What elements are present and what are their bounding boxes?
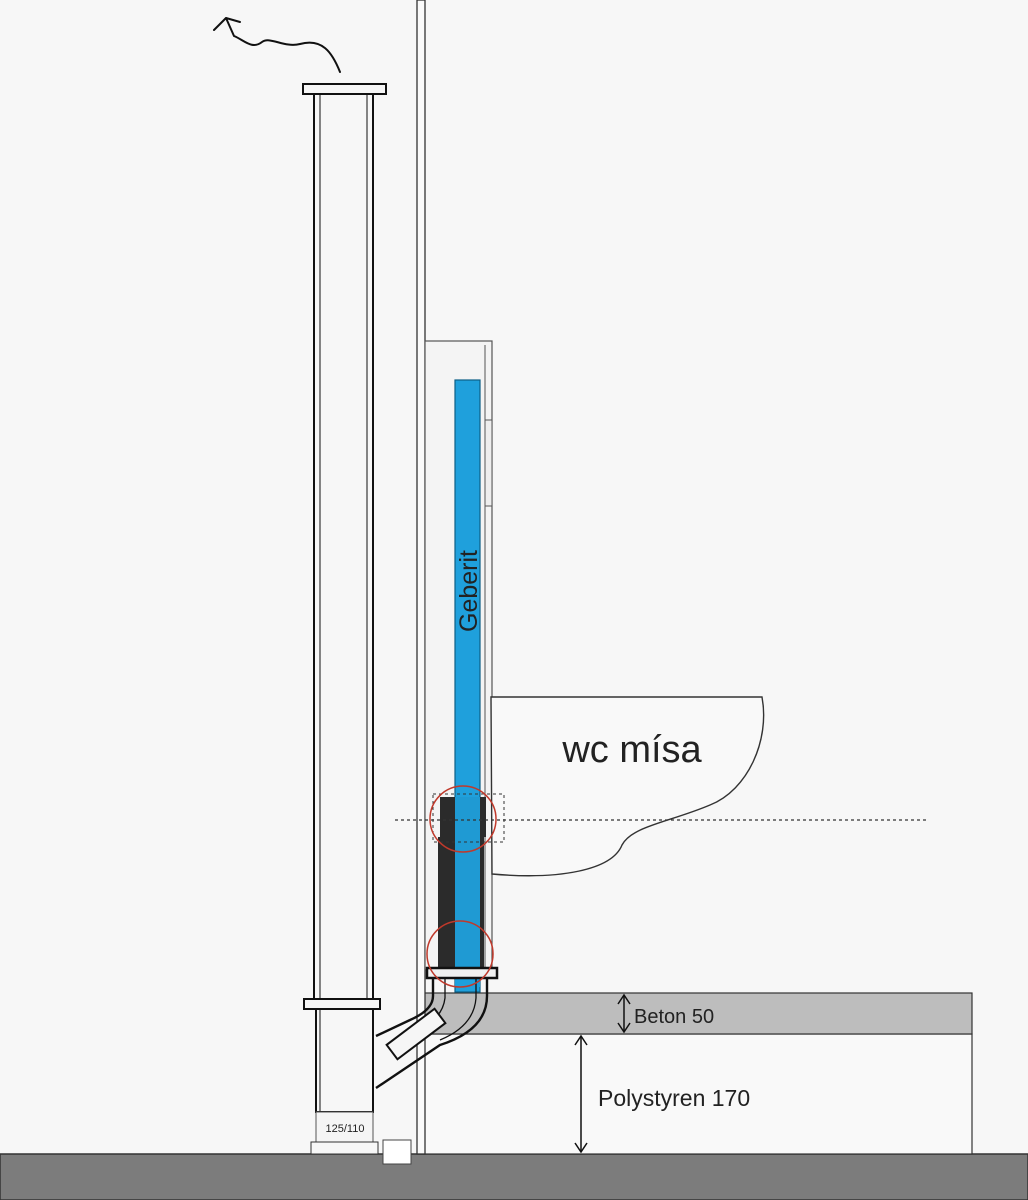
insulation-layer bbox=[417, 1033, 973, 1155]
upper-joint-marker bbox=[429, 785, 497, 853]
insulation-layer-label: Polystyren 170 bbox=[598, 1085, 750, 1111]
elbow-coupling bbox=[385, 1007, 447, 1061]
lower-joint-marker bbox=[426, 920, 494, 988]
insulation-dimension-arrow-up bbox=[574, 1034, 588, 1046]
concrete-dimension-arrow-up bbox=[617, 993, 631, 1005]
concrete-layer-label: Beton 50 bbox=[634, 1006, 714, 1028]
geberit-pipe-visible bbox=[455, 797, 480, 987]
geberit-frame-bracket bbox=[484, 419, 493, 507]
elbow-pipe-outer bbox=[375, 978, 435, 1038]
geberit-label: Geberit bbox=[455, 550, 483, 632]
wc-bowl bbox=[490, 696, 765, 877]
elbow-pipe-inner bbox=[375, 978, 489, 1089]
stack-upper-pipe bbox=[313, 93, 374, 1001]
stack-middle-coupling bbox=[303, 998, 381, 1010]
stack-lower-pipe bbox=[315, 1008, 374, 1113]
wall-floor-gap bbox=[382, 1139, 412, 1165]
concrete-dimension-arrow-down bbox=[617, 1022, 631, 1034]
wc-bowl-label: wc mísa bbox=[561, 729, 702, 771]
insulation-dimension-arrow-down bbox=[574, 1142, 588, 1154]
floor-flange bbox=[425, 966, 499, 980]
wall bbox=[416, 0, 426, 1155]
stack-top-cap bbox=[302, 83, 387, 95]
stack-reducer bbox=[315, 1111, 374, 1143]
stack-floor-base bbox=[310, 1141, 379, 1155]
pipe-size-label: 125/110 bbox=[326, 1123, 365, 1135]
ground-floor bbox=[0, 1153, 1028, 1200]
airflow-arrow-icon bbox=[213, 17, 341, 73]
elbow-pipe-inner-line-2 bbox=[439, 978, 477, 1041]
concrete-layer bbox=[417, 992, 973, 1035]
